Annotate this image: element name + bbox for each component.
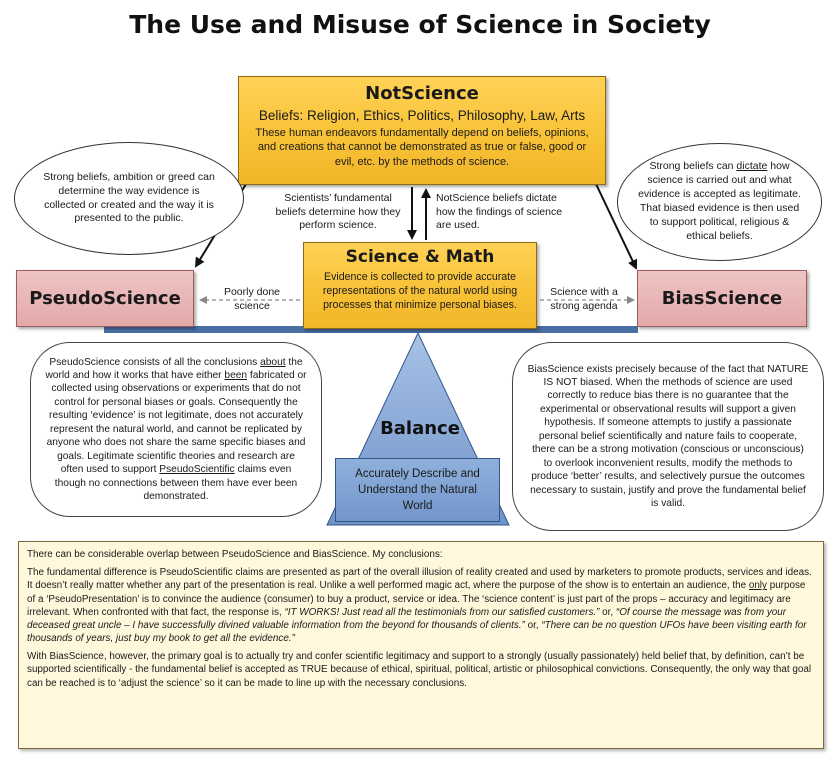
oval-left-text: Strong beliefs, ambition or greed can de…: [43, 170, 215, 225]
oval-strong-beliefs-right: Strong beliefs can dictate how science i…: [617, 143, 822, 261]
label-dictate-findings: NotScience beliefs dictate how the findi…: [436, 192, 563, 232]
balance-title: Balance: [380, 418, 460, 439]
balance-subtitle-box: Accurately Describe and Understand the N…: [335, 458, 500, 522]
balance-beam: [104, 326, 638, 333]
label-poorly-done-science: Poorly done science: [223, 286, 281, 312]
biasscience-title: BiasScience: [661, 288, 783, 309]
notscience-title: NotScience: [365, 83, 479, 104]
notscience-beliefs: Beliefs: Religion, Ethics, Politics, Phi…: [258, 108, 586, 123]
oval-strong-beliefs-left: Strong beliefs, ambition or greed can de…: [14, 142, 244, 255]
biasscience-box: BiasScience: [637, 270, 807, 327]
label-fundamental-beliefs: Scientists’ fundamental beliefs determin…: [275, 192, 401, 232]
label-strong-agenda: Science with a strong agenda: [550, 286, 618, 312]
oval-right-text: Strong beliefs can dictate how science i…: [638, 160, 801, 242]
page-title: The Use and Misuse of Science in Society: [129, 10, 711, 39]
arrow-to-biasscience: [595, 183, 638, 270]
pseudoscience-box: PseudoScience: [16, 270, 194, 327]
biasscience-description-box: BiasScience exists precisely because of …: [512, 342, 824, 531]
conclusions-paragraph-1: The fundamental difference is PseudoScie…: [27, 567, 812, 645]
pseudoscience-title: PseudoScience: [29, 288, 181, 309]
conclusions-box: There can be considerable overlap betwee…: [18, 541, 824, 749]
science-math-title: Science & Math: [345, 247, 495, 267]
pseudoscience-description: PseudoScience consists of all the conclu…: [45, 356, 307, 503]
balance-subtitle: Accurately Describe and Understand the N…: [355, 467, 480, 513]
notscience-description: These human endeavors fundamentally depe…: [255, 127, 589, 168]
notscience-box: NotScience Beliefs: Religion, Ethics, Po…: [238, 76, 606, 185]
conclusions-paragraph-2: With BiasScience, however, the primary g…: [27, 651, 812, 689]
conclusions-intro: There can be considerable overlap betwee…: [27, 549, 443, 560]
science-math-description: Evidence is collected to provide accurat…: [322, 271, 518, 311]
biasscience-description: BiasScience exists precisely because of …: [527, 363, 809, 510]
pseudoscience-description-box: PseudoScience consists of all the conclu…: [30, 342, 322, 517]
science-math-box: Science & Math Evidence is collected to …: [303, 242, 537, 329]
